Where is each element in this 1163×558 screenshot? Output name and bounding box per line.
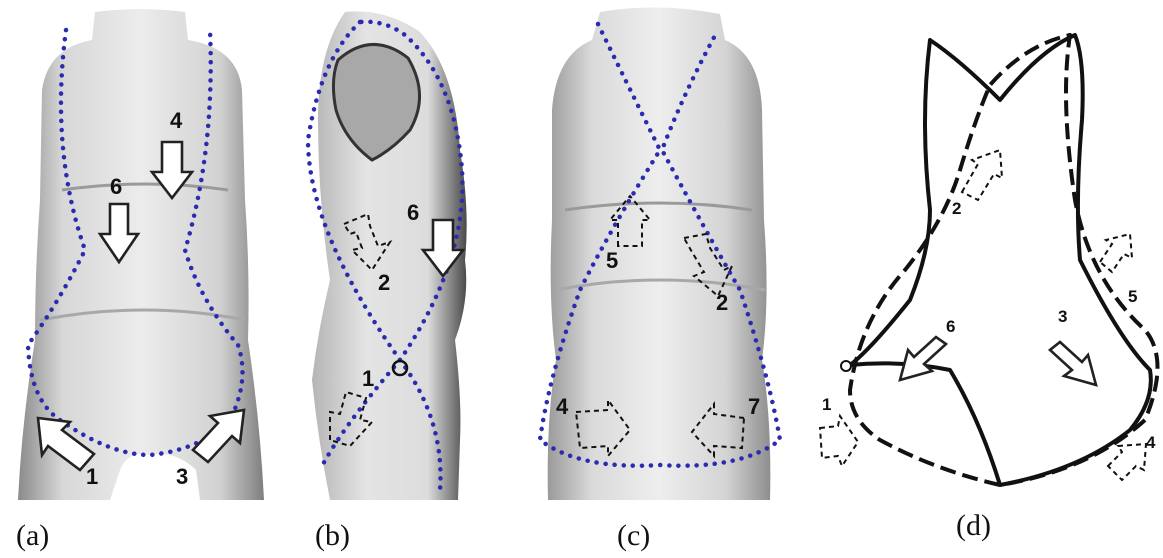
marker-b-6: 6 xyxy=(407,200,419,225)
panel-d: 2 5 6 3 1 4 (d) xyxy=(820,35,1158,542)
arrow-1-dashed-outline xyxy=(820,416,858,466)
marker-d-6: 6 xyxy=(946,317,955,336)
marker-a-6: 6 xyxy=(110,174,122,199)
outline-dashed xyxy=(850,35,1158,485)
marker-d-3: 3 xyxy=(1058,307,1067,326)
panel-label-d: (d) xyxy=(956,509,991,542)
arrow-2-dashed-outline xyxy=(962,150,1002,200)
marker-d-2: 2 xyxy=(952,199,961,218)
panel-label-b: (b) xyxy=(315,519,350,552)
torso-back-silhouette xyxy=(548,7,771,500)
marker-a-1: 1 xyxy=(86,464,98,489)
panel-label-a: (a) xyxy=(16,519,49,552)
marker-d-4: 4 xyxy=(1146,433,1156,452)
marker-a-4: 3 xyxy=(176,464,188,489)
marker-c-4: 4 xyxy=(556,394,569,419)
outline-solid xyxy=(850,35,1151,485)
panel-label-c: (c) xyxy=(617,519,650,552)
panel-c: 5 2 4 7 (c) xyxy=(540,7,780,552)
pivot-marker-d xyxy=(841,361,851,371)
arrow-3-solid-outline xyxy=(1050,342,1096,385)
marker-b-2: 2 xyxy=(378,270,390,295)
marker-c-5: 5 xyxy=(606,248,618,273)
arrow-6-solid-outline xyxy=(900,337,946,380)
arrow-5-dashed-outline xyxy=(1100,234,1132,272)
marker-c-2: 2 xyxy=(716,290,728,315)
panel-a: 4 6 1 3 (a) xyxy=(16,9,264,552)
panel-b: 6 2 1 (b) xyxy=(308,11,467,552)
marker-d-1: 1 xyxy=(822,395,831,414)
arrow-4-dashed-outline xyxy=(1108,444,1146,480)
marker-a-3: 4 xyxy=(170,108,183,133)
marker-d-5: 5 xyxy=(1128,287,1137,306)
marker-c-7: 7 xyxy=(748,394,760,419)
marker-b-1: 1 xyxy=(362,366,374,391)
